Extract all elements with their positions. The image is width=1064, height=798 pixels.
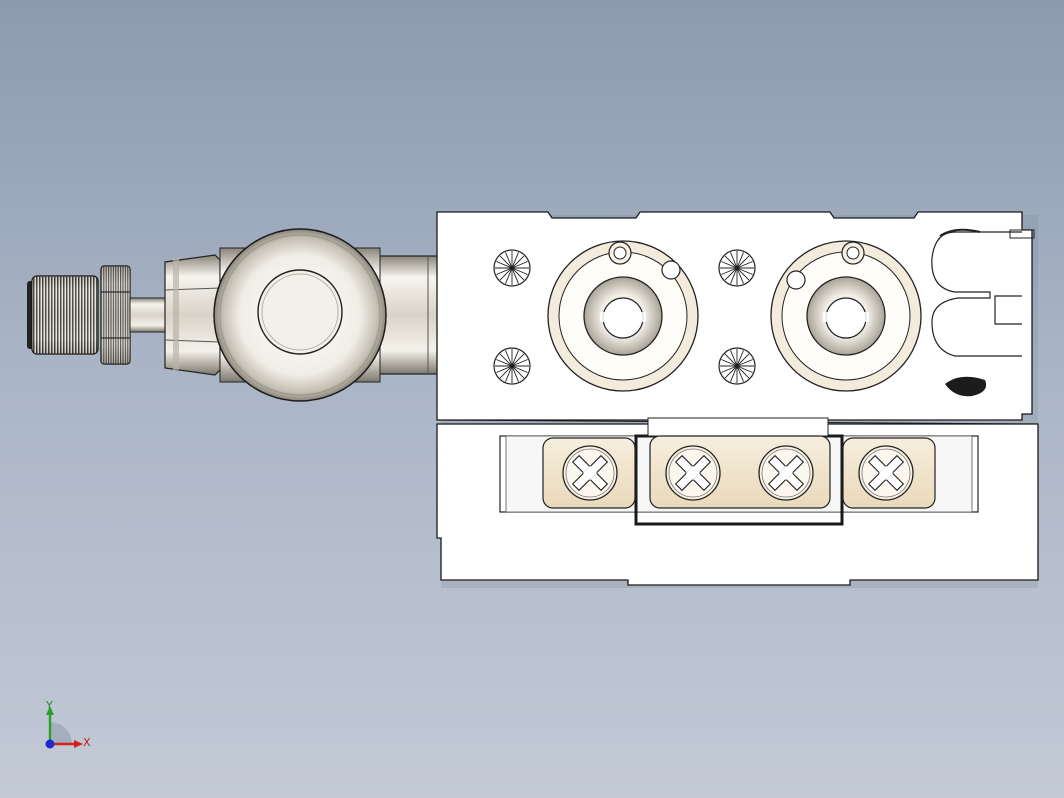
spoke-screw [718,347,756,385]
spoke-screw [718,249,756,287]
lock-nut [100,265,131,365]
valve-port-left [547,240,699,392]
regulator-body [213,228,387,402]
hex-fitting [164,254,221,376]
z-axis-dot [45,739,55,749]
x-axis-label: X [83,736,91,749]
end-ports [931,228,1035,397]
phillips-screw [758,445,814,501]
axis-triad: Y X [38,700,108,760]
phillips-screws [562,445,914,501]
spoke-screw [493,249,531,287]
adjustment-knob[interactable] [27,275,99,355]
triad-graphic [45,706,83,749]
valve-port-right [770,240,922,392]
phillips-screw [665,445,721,501]
y-axis-label: Y [46,699,53,712]
phillips-screw [858,445,914,501]
spoke-screw [493,347,531,385]
phillips-screw [562,445,618,501]
spoke-screws [493,249,756,385]
